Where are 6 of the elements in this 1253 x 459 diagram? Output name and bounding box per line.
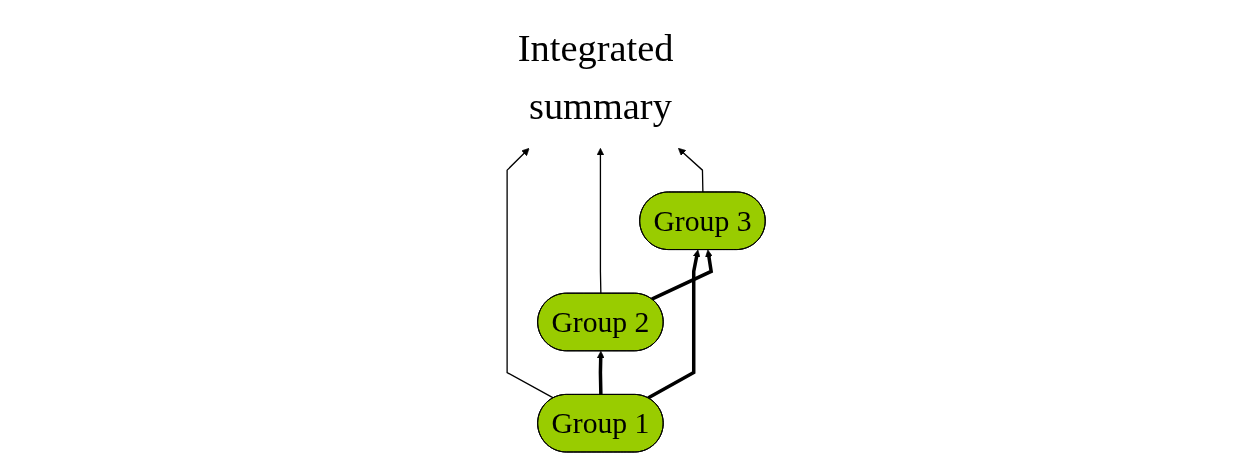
arrow: [651, 249, 714, 301]
arrow: [506, 148, 555, 399]
arrow: [597, 350, 605, 395]
arrow: [596, 148, 605, 295]
arrow: [647, 249, 701, 400]
node-text: Integrated summary: [518, 27, 674, 128]
